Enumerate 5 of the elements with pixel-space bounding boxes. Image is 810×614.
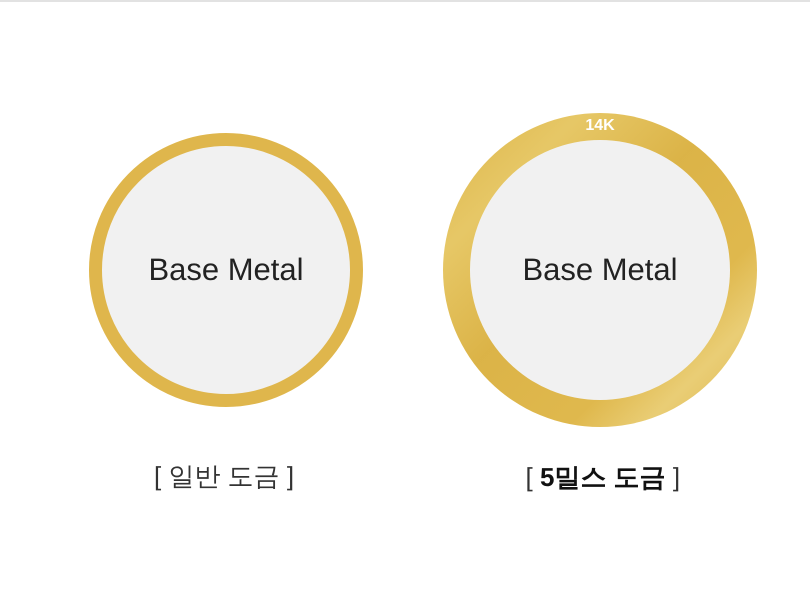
karat-label: 14K (585, 117, 615, 135)
node-label: [ 일반 도금 ] (154, 460, 294, 492)
node-label: [ 5밀스 도금 ] (526, 460, 680, 494)
core-label: Base Metal (522, 252, 678, 288)
core-label: Base Metal (148, 252, 304, 288)
